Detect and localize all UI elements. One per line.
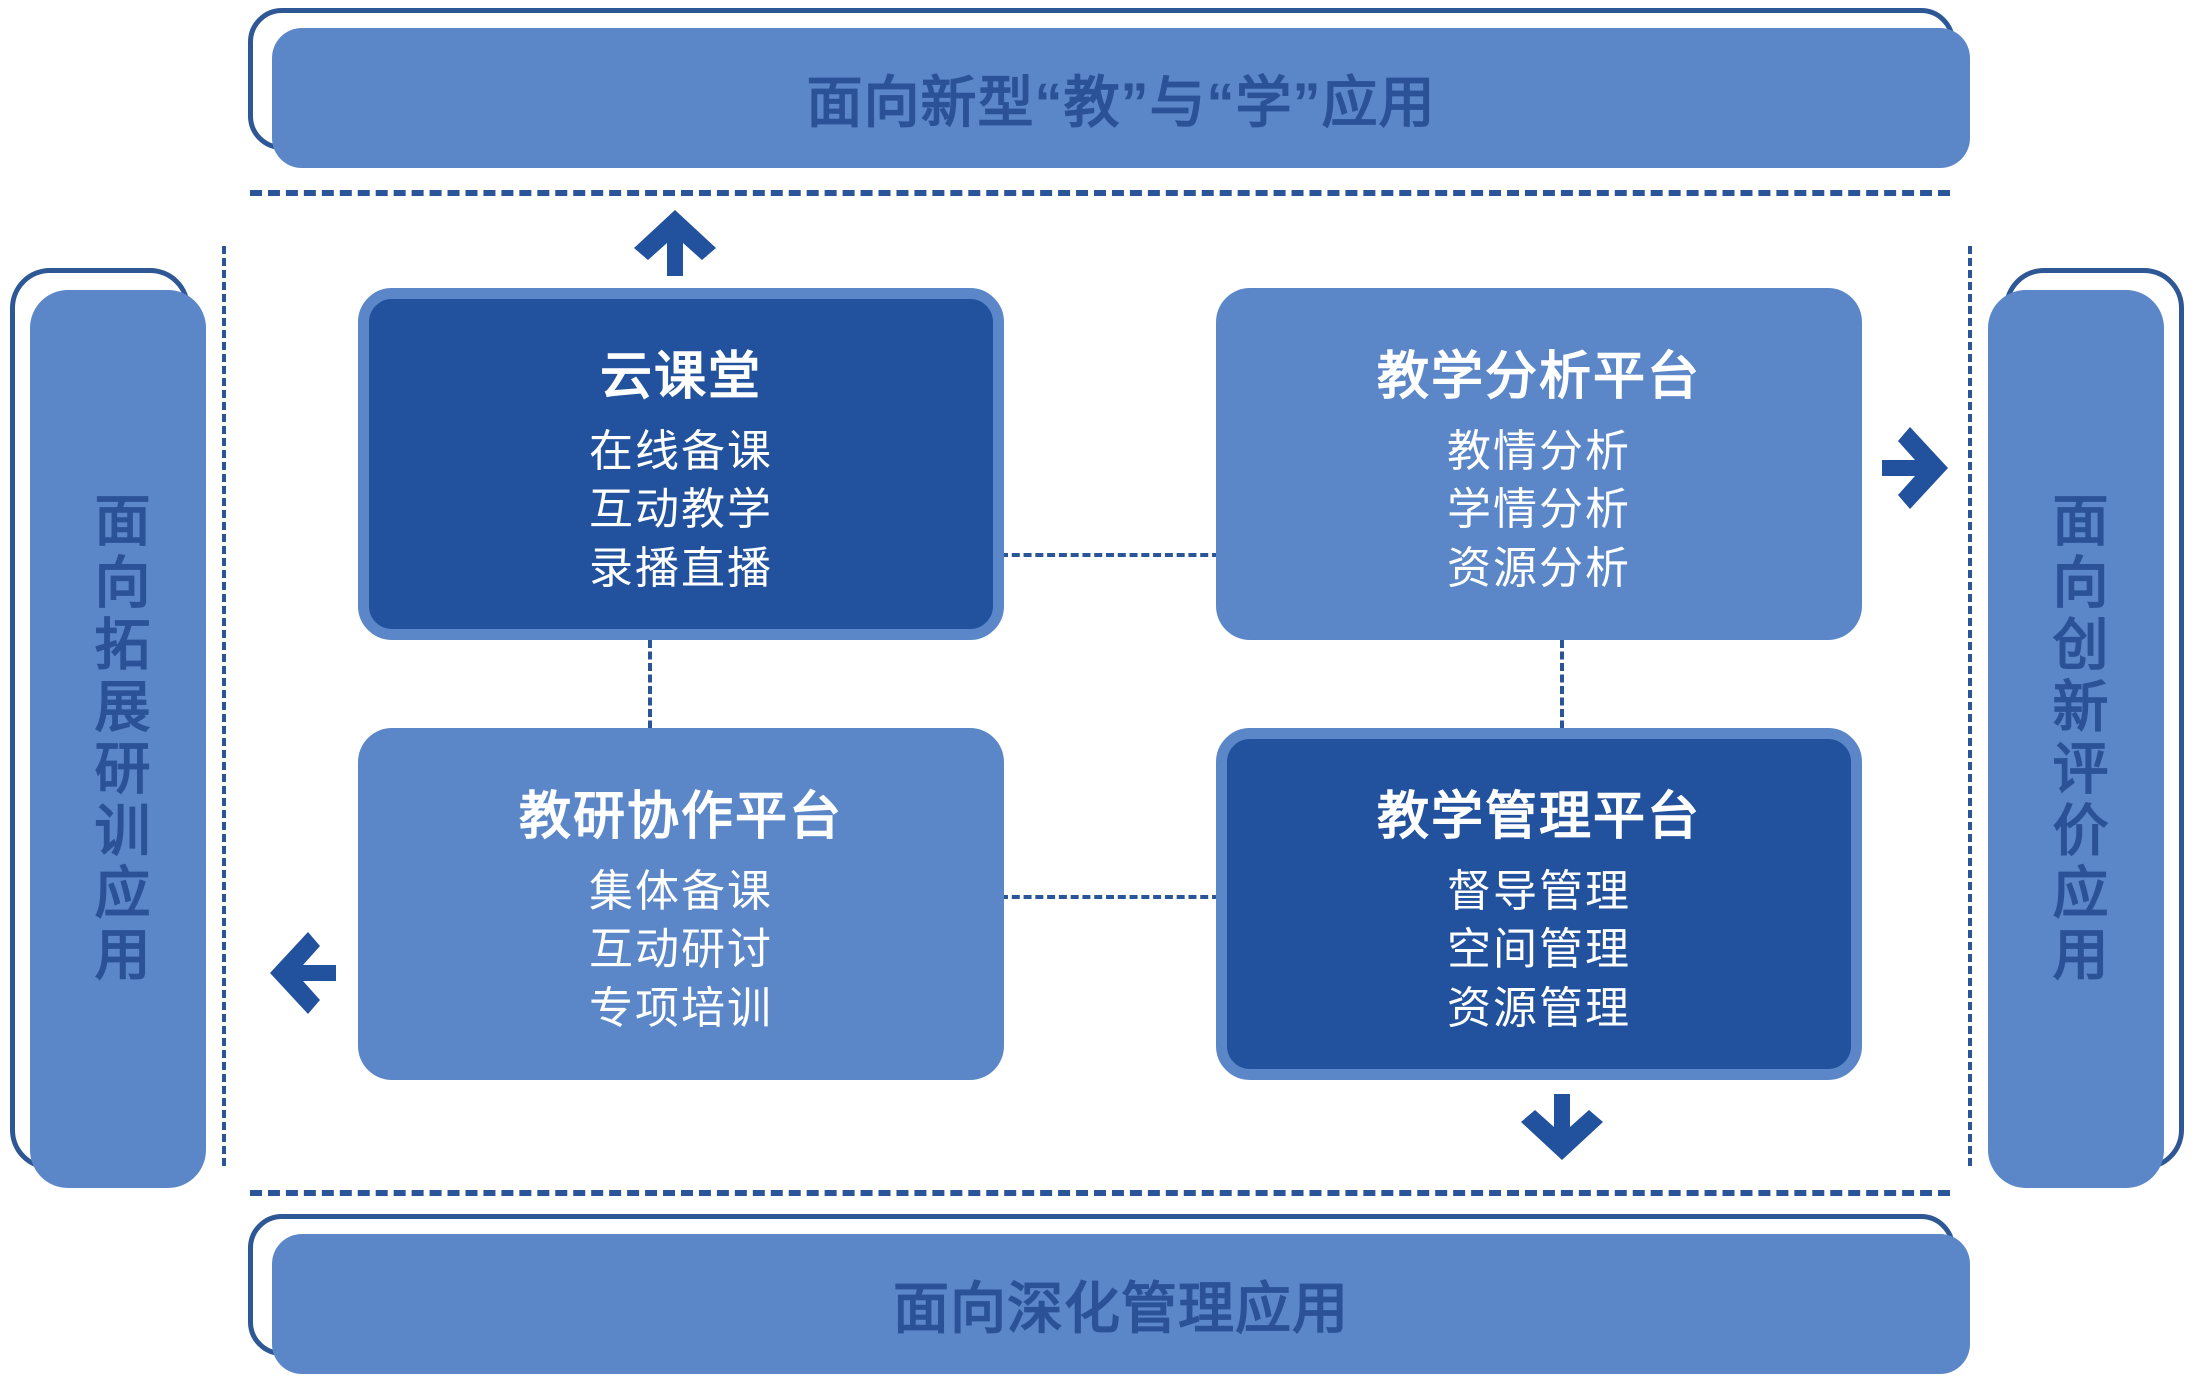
frame-dashed-line-bottom [250, 1190, 1950, 1196]
connector-research-to-management [1000, 895, 1220, 899]
card-item: 互动教学 [589, 485, 773, 535]
card-title: 教研协作平台 [518, 788, 843, 847]
card-item: 在线备课 [589, 427, 773, 477]
card-research-collaboration-platform[interactable]: 教研协作平台 集体备课 互动研讨 专项培训 [358, 728, 1004, 1080]
card-cloud-classroom[interactable]: 云课堂 在线备课 互动教学 录播直播 [358, 288, 1004, 640]
card-item: 互动研讨 [589, 925, 773, 975]
banner-bottom-label: 面向深化管理应用 [893, 1276, 1349, 1340]
banner-right[interactable]: 面向创新评价应用 [1988, 290, 2164, 1188]
card-item: 学情分析 [1447, 485, 1631, 535]
card-item: 空间管理 [1447, 925, 1631, 975]
card-item: 专项培训 [589, 983, 773, 1033]
card-item: 集体备课 [589, 867, 773, 917]
banner-left[interactable]: 面向拓展研训应用 [30, 290, 206, 1188]
connector-analysis-to-management [1560, 640, 1564, 740]
frame-dashed-line-left [222, 246, 226, 1166]
card-title: 云课堂 [599, 348, 762, 407]
arrow-up-icon [632, 208, 718, 278]
banner-top[interactable]: 面向新型“教”与“学”应用 [272, 28, 1970, 168]
card-title: 教学管理平台 [1376, 788, 1701, 847]
card-item: 督导管理 [1447, 867, 1631, 917]
arrow-down-icon [1519, 1092, 1605, 1162]
card-item: 教情分析 [1447, 427, 1631, 477]
banner-top-label: 面向新型“教”与“学”应用 [806, 70, 1436, 134]
banner-bottom[interactable]: 面向深化管理应用 [272, 1234, 1970, 1374]
card-title: 教学分析平台 [1376, 348, 1701, 407]
frame-dashed-line-top [250, 190, 1950, 196]
banner-left-label: 面向拓展研训应用 [87, 491, 150, 987]
card-item: 录播直播 [589, 543, 773, 593]
connector-cloud-to-research [648, 640, 652, 740]
card-teaching-management-platform[interactable]: 教学管理平台 督导管理 空间管理 资源管理 [1216, 728, 1862, 1080]
card-item: 资源分析 [1447, 543, 1631, 593]
card-teaching-analysis-platform[interactable]: 教学分析平台 教情分析 学情分析 资源分析 [1216, 288, 1862, 640]
frame-dashed-line-right [1968, 246, 1972, 1166]
arrow-left-icon [268, 930, 338, 1016]
banner-right-label: 面向创新评价应用 [2045, 491, 2108, 987]
card-item: 资源管理 [1447, 983, 1631, 1033]
connector-cloud-to-analysis [1000, 553, 1220, 557]
arrow-right-icon [1880, 425, 1950, 511]
